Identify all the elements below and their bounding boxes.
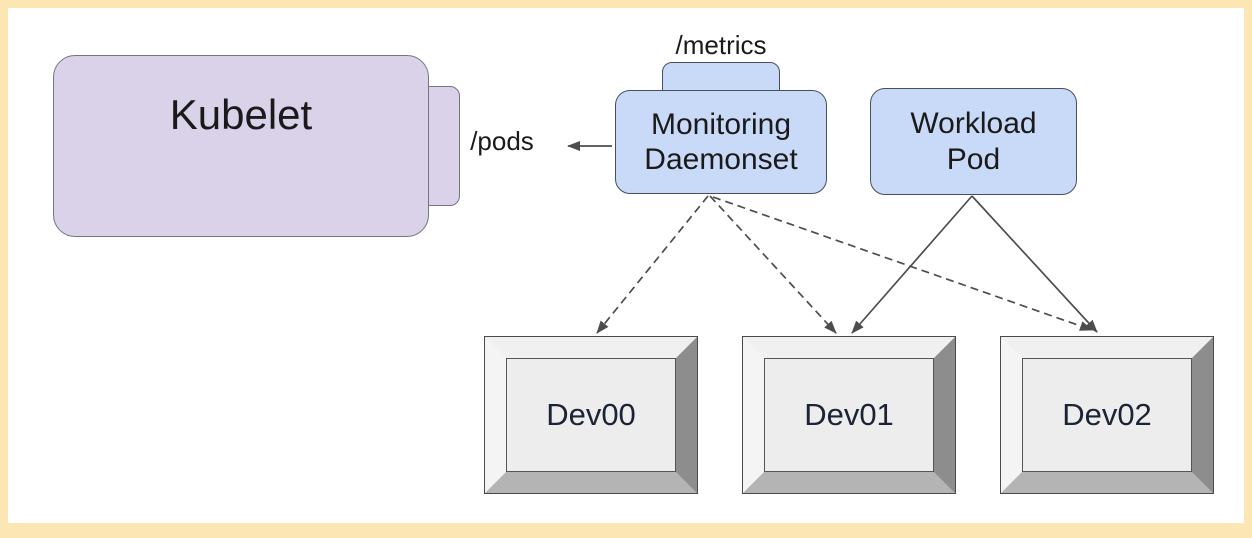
monitoring-daemonset-node: Monitoring Daemonset [615,90,827,194]
device-node-dev01: Dev01 [743,337,955,493]
pods-endpoint-label: /pods [470,126,534,156]
kubelet-node: Kubelet [53,55,429,237]
device-label: Dev02 [1022,358,1192,472]
workload-pod-node: Workload Pod [870,88,1077,195]
edge-monitoring-daemonset-to-dev00 [596,195,709,334]
edge-workload-pod-to-dev02 [971,195,1098,333]
device-node-dev00: Dev00 [485,337,697,493]
metrics-endpoint-label: /metrics [675,30,767,60]
edge-workload-pod-to-dev01 [851,195,973,334]
device-label: Dev01 [764,358,934,472]
edge-monitoring-daemonset-to-dev02 [712,196,1093,331]
device-node-dev02: Dev02 [1001,337,1213,493]
edge-monitoring-daemonset-to-dev01 [709,195,837,334]
device-label: Dev00 [506,358,676,472]
